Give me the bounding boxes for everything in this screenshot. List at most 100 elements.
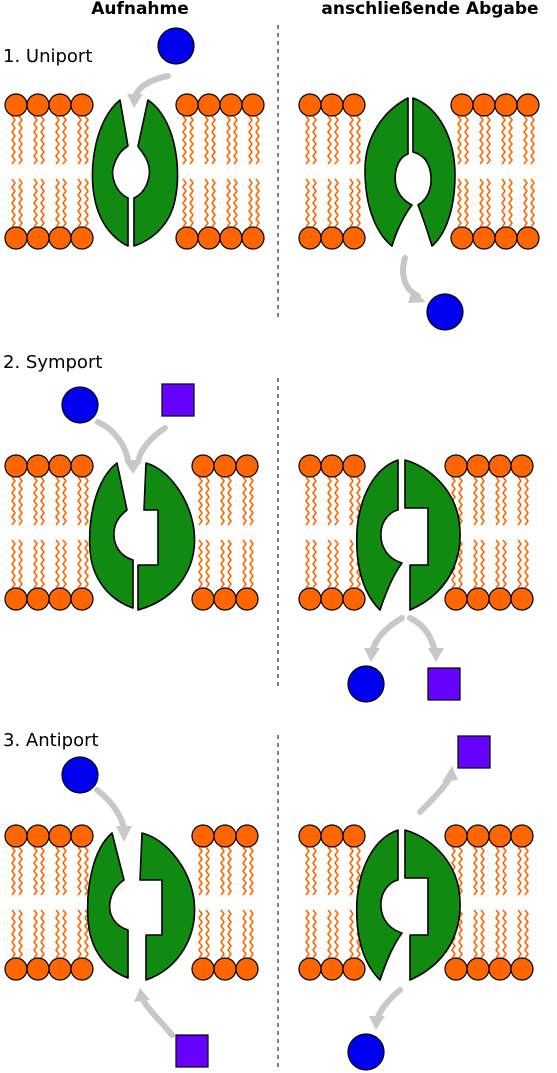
lipid-tail xyxy=(255,115,260,165)
lipid-head xyxy=(48,454,72,478)
lipid-head xyxy=(444,824,468,848)
lipid-tail xyxy=(227,909,232,959)
lipid-tail xyxy=(479,115,484,165)
lipid-tail xyxy=(523,115,528,165)
section-label-antiport: 3. Antiport xyxy=(3,730,99,751)
blue-circle-molecule xyxy=(157,27,195,65)
lipid-tail xyxy=(11,909,16,959)
lipid-tail xyxy=(495,476,500,526)
lipid-head xyxy=(70,824,94,848)
antiport-release-arrow-in xyxy=(374,987,403,1023)
transporter-right-half xyxy=(404,459,461,611)
lipid-head xyxy=(510,587,534,611)
purple-square-molecule xyxy=(175,1034,209,1068)
lipid-tail xyxy=(11,846,16,896)
lipid-tail xyxy=(327,115,332,165)
lipid-tail xyxy=(349,476,354,526)
lipid-head xyxy=(494,93,518,117)
lipid-tail xyxy=(33,115,38,165)
lipid-head xyxy=(48,587,72,611)
lipid-head xyxy=(191,824,215,848)
lipid-tail xyxy=(182,178,187,228)
lipid-tail xyxy=(211,178,216,228)
lipid-tail xyxy=(501,178,506,228)
lipid-tail xyxy=(233,178,238,228)
lipid-head xyxy=(175,93,199,117)
lipid-head xyxy=(320,93,344,117)
lipid-head xyxy=(444,587,468,611)
transporter-left-half xyxy=(86,832,129,979)
uniport-release-arrow xyxy=(400,255,421,299)
lipid-tail xyxy=(62,909,67,959)
symport-release-arrow-square xyxy=(407,615,438,655)
lipid-tail xyxy=(205,476,210,526)
lipid-tail xyxy=(226,178,231,228)
blue-circle-molecule xyxy=(61,756,99,794)
lipid-tail xyxy=(473,909,478,959)
membranes xyxy=(4,93,540,981)
purple-square-molecule xyxy=(161,383,195,417)
lipid-tail xyxy=(327,539,332,589)
lipid-head xyxy=(320,957,344,981)
lipid-tail xyxy=(312,539,317,589)
lipid-head xyxy=(444,957,468,981)
lipid-head xyxy=(4,587,28,611)
lipid-tail xyxy=(530,178,535,228)
lipid-tail xyxy=(55,115,60,165)
symport-uptake-arrow-square xyxy=(135,425,168,465)
lipid-tail xyxy=(508,178,513,228)
lipid-head xyxy=(213,454,237,478)
lipid-tail xyxy=(501,115,506,165)
lipid-tail xyxy=(227,476,232,526)
lipid-tail xyxy=(530,115,535,165)
lipid-tail xyxy=(312,909,317,959)
lipid-tail xyxy=(84,539,89,589)
lipid-tail xyxy=(480,476,485,526)
lipid-head xyxy=(70,226,94,250)
blue-circle-molecule xyxy=(347,1033,385,1071)
lipid-tail xyxy=(312,846,317,896)
lipid-tail xyxy=(77,476,82,526)
lipid-head xyxy=(48,824,72,848)
lipid-tail xyxy=(255,178,260,228)
lipid-head xyxy=(516,226,540,250)
lipid-tail xyxy=(18,909,23,959)
lipid-head xyxy=(197,226,221,250)
lipid-tail xyxy=(189,178,194,228)
section-label-uniport: 1. Uniport xyxy=(3,46,92,67)
lipid-head xyxy=(466,454,490,478)
antiport-release-transporter xyxy=(355,829,461,981)
transporter-left-half xyxy=(364,97,413,247)
lipid-head xyxy=(488,957,512,981)
lipid-head xyxy=(48,226,72,250)
lipid-tail xyxy=(55,476,60,526)
lipid-tail xyxy=(40,115,45,165)
lipid-head xyxy=(4,93,28,117)
lipid-tail xyxy=(77,539,82,589)
lipid-tail xyxy=(84,846,89,896)
lipid-head xyxy=(26,824,50,848)
lipid-head xyxy=(320,454,344,478)
lipid-head xyxy=(342,93,366,117)
lipid-tail xyxy=(458,476,463,526)
lipid-head xyxy=(213,824,237,848)
lipid-tail xyxy=(464,178,469,228)
lipid-tail xyxy=(473,539,478,589)
lipid-tail xyxy=(523,178,528,228)
lipid-tail xyxy=(40,909,45,959)
lipid-tail xyxy=(312,115,317,165)
lipid-tail xyxy=(486,178,491,228)
lipid-head xyxy=(298,824,322,848)
lipid-head xyxy=(320,587,344,611)
lipid-tail xyxy=(242,909,247,959)
antiport-release-arrow-out xyxy=(417,775,453,815)
lipid-tail xyxy=(312,178,317,228)
transporter-left-half xyxy=(88,462,134,609)
antiport-uptake-transporter xyxy=(86,832,196,981)
lipid-tail xyxy=(473,846,478,896)
lipid-tail xyxy=(62,539,67,589)
lipid-tail xyxy=(227,539,232,589)
lipid-head xyxy=(197,93,221,117)
lipid-tail xyxy=(334,539,339,589)
lipid-tail xyxy=(517,846,522,896)
